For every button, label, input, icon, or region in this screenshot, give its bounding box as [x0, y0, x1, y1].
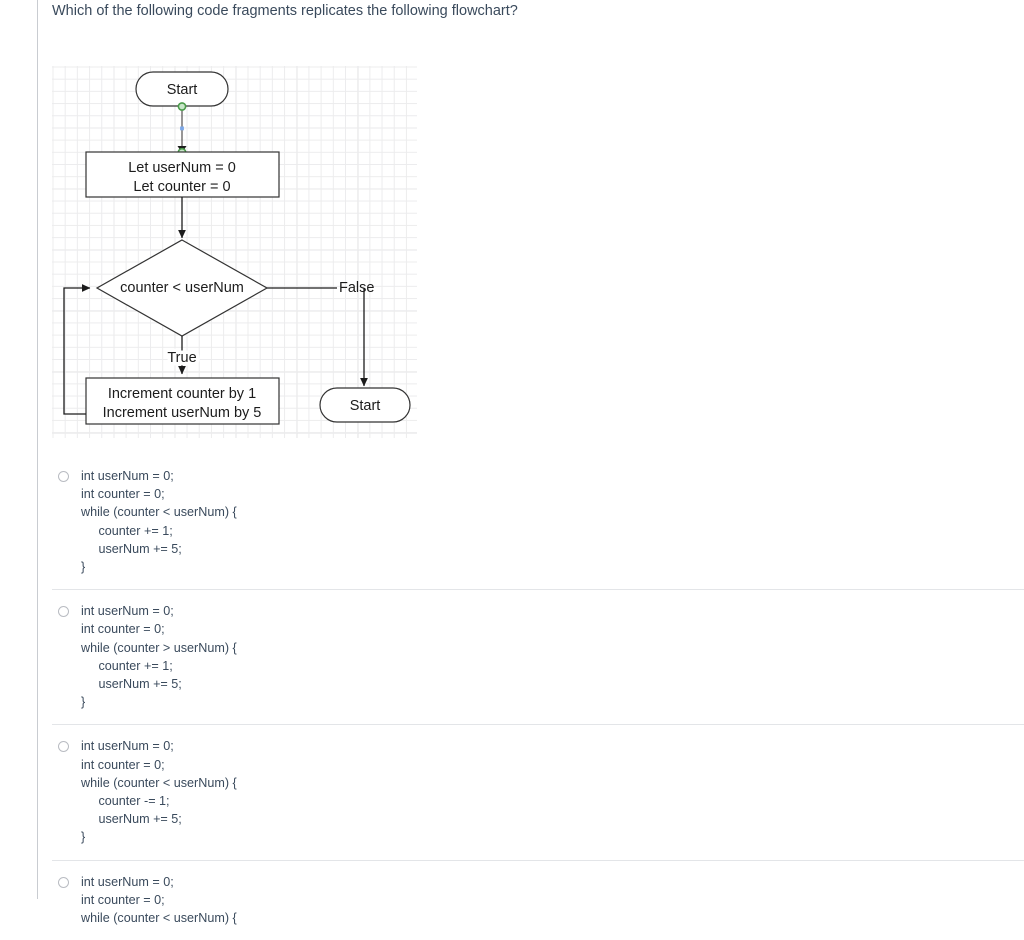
flow-node-loop-body[interactable]: Increment counter by 1 Increment userNum… [85, 377, 280, 425]
flow-connector-loop-back[interactable] [63, 284, 91, 415]
page-left-rule [37, 0, 38, 899]
flow-node-decision-label: counter < userNum [120, 280, 244, 296]
flow-node-initialize-line2: Let counter = 0 [133, 179, 230, 195]
flow-node-start[interactable]: Start [135, 71, 229, 107]
answer-option-b[interactable]: int userNum = 0; int counter = 0; while … [52, 589, 1024, 724]
flow-edge-label-true: True [167, 350, 196, 366]
answer-option-c-code: int userNum = 0; int counter = 0; while … [81, 739, 237, 845]
flow-edge-label-true-halo: True [167, 350, 196, 366]
flowchart-svg: Start Let userNum = 0 Let counter = 0 [63, 71, 411, 425]
flow-connector-start-to-init[interactable] [177, 102, 187, 158]
flow-connector-true-branch[interactable]: True True [164, 336, 200, 375]
flowchart-figure: Start Let userNum = 0 Let counter = 0 [52, 66, 417, 438]
answer-option-c[interactable]: int userNum = 0; int counter = 0; while … [52, 724, 1024, 859]
answer-option-a-code: int userNum = 0; int counter = 0; while … [81, 469, 237, 575]
flow-edge-label-false: False [339, 280, 374, 296]
radio-button-option-d[interactable] [58, 876, 69, 888]
question-content: Which of the following code fragments re… [52, 0, 1024, 925]
answer-option-d[interactable]: int userNum = 0; int counter = 0; while … [52, 859, 1024, 940]
flow-node-initialize-line1: Let userNum = 0 [128, 160, 236, 176]
radio-button-option-b[interactable] [58, 606, 69, 618]
radio-button-option-c[interactable] [58, 741, 69, 753]
answer-option-a[interactable]: int userNum = 0; int counter = 0; while … [52, 455, 1024, 589]
flow-connector-false-branch[interactable]: False [267, 280, 374, 387]
flow-node-start-label: Start [167, 82, 198, 98]
flow-node-decision[interactable]: counter < userNum [95, 239, 269, 337]
answer-option-d-code: int userNum = 0; int counter = 0; while … [81, 874, 237, 926]
answer-options-list: int userNum = 0; int counter = 0; while … [52, 455, 1024, 940]
radio-button-option-a[interactable] [58, 471, 69, 482]
flow-node-loop-body-line1: Increment counter by 1 [108, 386, 256, 402]
flow-node-initialize[interactable]: Let userNum = 0 Let counter = 0 [85, 151, 280, 198]
flow-node-loop-body-line2: Increment userNum by 5 [103, 405, 262, 421]
answer-option-b-code: int userNum = 0; int counter = 0; while … [81, 604, 237, 710]
flowchart-grid-background [52, 66, 417, 438]
flow-node-end[interactable]: Start [319, 387, 411, 423]
question-prompt: Which of the following code fragments re… [52, 3, 518, 19]
flow-node-end-label: Start [350, 398, 381, 414]
